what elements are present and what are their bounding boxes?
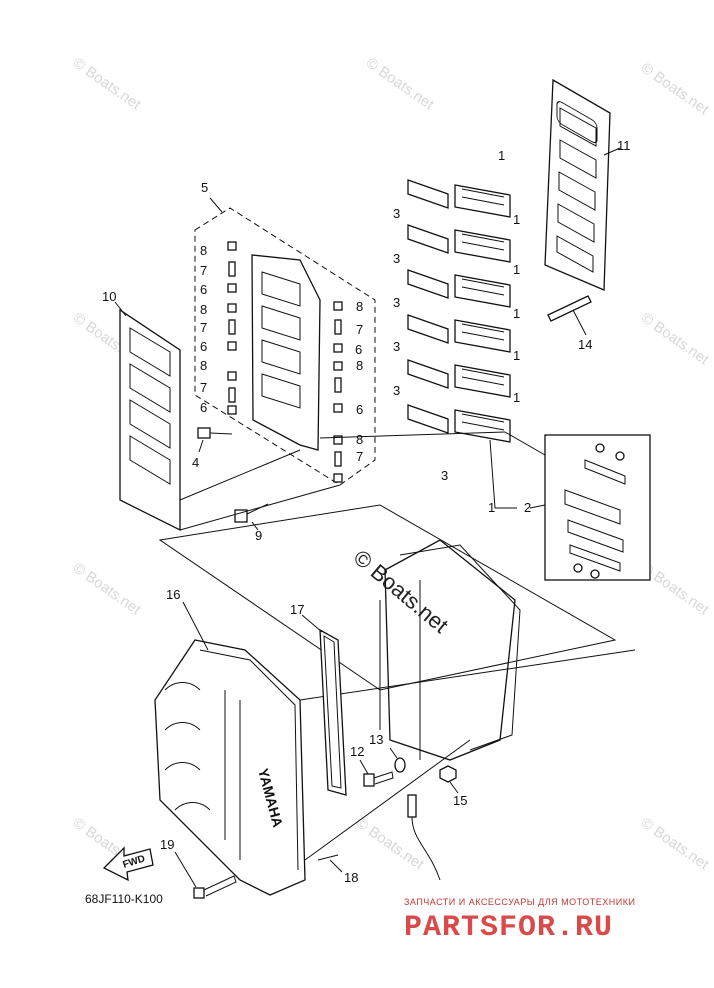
watermark: © Boats.net — [638, 814, 713, 873]
part-label: 12 — [350, 744, 364, 759]
part-label: 3 — [393, 251, 400, 266]
hose-18 — [317, 794, 441, 881]
bolt-4 — [197, 427, 233, 439]
watermark: © Boats.net — [70, 54, 145, 113]
part-label: 3 — [393, 206, 400, 221]
part-label: 7 — [200, 263, 207, 278]
part-label: 17 — [290, 602, 304, 617]
part-label: 3 — [393, 339, 400, 354]
part-label: 14 — [578, 337, 592, 352]
part-label: 15 — [453, 793, 467, 808]
reed-valve-petal — [461, 368, 505, 386]
stud-14 — [547, 295, 592, 322]
bolt-19 — [193, 875, 237, 899]
nut-15 — [439, 765, 457, 783]
part-label: 1 — [513, 390, 520, 405]
part-label: 9 — [255, 528, 262, 543]
part-label: 1 — [498, 148, 505, 163]
part-label: 1 — [513, 306, 520, 321]
watermark: © Boats.net — [353, 814, 428, 873]
part-label: 8 — [200, 302, 207, 317]
inset-reed-valve — [544, 434, 651, 581]
part-label: 8 — [356, 432, 363, 447]
part-label: 6 — [200, 339, 207, 354]
part-label: 6 — [356, 402, 363, 417]
part-label: 10 — [102, 289, 116, 304]
reed-valve-petal — [461, 413, 505, 431]
footer-brand: ЗАПЧАСТИ И АКСЕССУАРЫ ДЛЯ МОТОТЕХНИКИ PA… — [404, 897, 635, 945]
part-label: 7 — [200, 320, 207, 335]
part-label: 6 — [355, 342, 362, 357]
oring-17 — [319, 628, 347, 796]
part-label: 4 — [192, 455, 199, 470]
crankcase — [158, 504, 617, 761]
gasket-10 — [119, 308, 181, 532]
part-label: 7 — [356, 322, 363, 337]
reed-valve-petal — [461, 323, 505, 341]
reed-valve-petal — [461, 188, 505, 206]
part-label: 19 — [160, 837, 174, 852]
footer-logo: PARTSFOR.RU — [404, 911, 613, 945]
part-label: 2 — [524, 500, 531, 515]
part-label: 7 — [200, 380, 207, 395]
intake-plate — [251, 254, 321, 451]
reed-stopper — [407, 314, 449, 344]
part-label: 8 — [356, 358, 363, 373]
gasket-11 — [544, 78, 611, 291]
reed-stopper — [407, 224, 449, 254]
part-label: 3 — [393, 383, 400, 398]
reed-stopper — [407, 359, 449, 389]
part-label: 1 — [513, 348, 520, 363]
part-label: 6 — [200, 400, 207, 415]
part-label: 13 — [369, 732, 383, 747]
part-label: 8 — [200, 243, 207, 258]
reed-valve-petal — [461, 233, 505, 251]
part-label: 11 — [617, 138, 631, 153]
fittings-left — [227, 241, 237, 415]
part-label: 1 — [488, 500, 495, 515]
reed-stopper — [407, 404, 449, 434]
reed-valve-petal — [461, 278, 505, 296]
watermark: © Boats.net — [363, 54, 438, 113]
watermark: © Boats.net — [638, 59, 713, 118]
footer-tagline: ЗАПЧАСТИ И АКСЕССУАРЫ ДЛЯ МОТОТЕХНИКИ — [404, 897, 635, 907]
intake-cover-16: YAMAHA — [154, 639, 306, 896]
part-label: 8 — [356, 299, 363, 314]
watermark: © Boats.net — [70, 559, 145, 618]
part-label: 5 — [201, 180, 208, 195]
reed-stopper — [407, 179, 449, 209]
washer-13 — [394, 757, 406, 773]
fittings-right — [333, 301, 343, 483]
part-label: 7 — [356, 449, 363, 464]
part-label: 1 — [513, 262, 520, 277]
fwd-arrow: FWD — [102, 846, 154, 882]
part-label: 18 — [344, 870, 358, 885]
watermark: © Boats.net — [638, 309, 713, 368]
part-label: 1 — [513, 212, 520, 227]
reed-valves — [407, 179, 511, 443]
part-label: 16 — [166, 587, 180, 602]
part-label: 8 — [200, 358, 207, 373]
part-label: 3 — [393, 295, 400, 310]
drawing-code: 68JF110-K100 — [85, 892, 163, 906]
reed-stopper — [407, 269, 449, 299]
bolt-12 — [363, 771, 394, 787]
part-label: 6 — [200, 282, 207, 297]
bolt-9 — [234, 503, 269, 523]
part-label: 3 — [441, 468, 448, 483]
group-box-5 — [194, 207, 376, 486]
